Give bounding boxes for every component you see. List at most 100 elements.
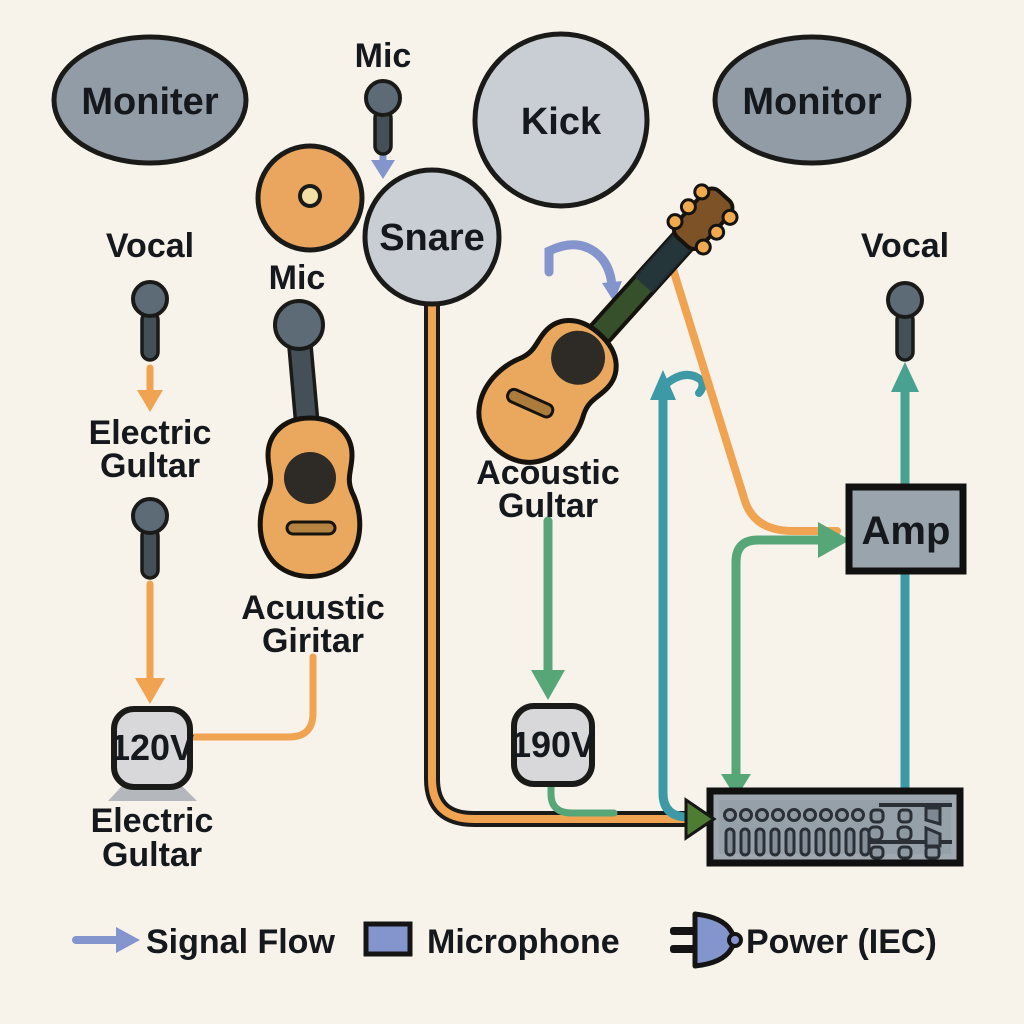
kick-circle [472,31,650,209]
monitor-right-node: Monitor [712,34,912,166]
plug-nub [727,932,743,948]
label-line1: Acuustic [241,589,385,627]
green-branch-path [731,535,823,781]
kick-label: Kick [521,101,602,143]
arrowhead-icon [116,927,140,953]
acoustic-guitar-left-label: Acuustic Giritar [241,589,385,660]
cymbal-icon [255,143,365,253]
tuner-peg [694,238,712,256]
electric-guitar-mic-icon [131,497,169,580]
snare-to-mixer-cable [424,287,698,827]
label-line2: Gultar [100,447,200,485]
monitor-left-node: Moniter [51,34,249,166]
tuner-peg [666,213,684,231]
strum-curl-arrow [544,240,622,302]
down-arrowhead-icon [371,160,395,179]
tuner-peg [693,183,711,201]
mic-head [131,497,169,535]
acoustic-guitar-tilted-icon [476,183,739,465]
power-box-rect [111,706,193,790]
snare-label: Snare [379,217,485,259]
guitar-to-amp-orange-line [668,262,841,535]
power-box-left-label: 120V [110,727,194,768]
monitor-left-ellipse [51,34,249,166]
kick-drum-node: Kick [472,31,650,209]
amp-label: Amp [862,509,951,553]
vocal-to-electric-arrow [137,364,163,412]
power-box-left: 120V [108,706,197,801]
mixer-master-section [867,803,952,860]
down-arrowhead-icon [721,774,751,798]
power-box-rect [511,703,595,787]
cable-core [428,291,694,823]
mic-handle [140,310,160,362]
electric-guitar-upper-label: Electric Gultar [89,414,212,485]
mic-handle [895,310,915,362]
signal-flow-label: Signal Flow [146,923,335,961]
label-line2: Gultar [498,487,598,525]
mic-head [364,79,402,117]
mic-top-icon [364,79,402,156]
legend: Signal Flow Microphone Power (IEC) [72,911,937,969]
electric-to-power-arrow [135,580,165,704]
acoustic-to-power-arrow [531,516,565,700]
monitor-right-ellipse [712,34,912,166]
curl-arrowhead-icon [602,281,622,302]
label-line2: Gultar [102,836,202,874]
snare-circle [362,167,502,307]
up-arrowhead-icon [891,362,919,392]
mixer-knob-row [723,808,865,822]
power-box-right-label: 190V [511,724,595,765]
down-arrowhead-icon [137,390,163,412]
guitar-bridge [285,520,337,536]
power-box-right: 190V [511,703,595,787]
label-line1: Electric [91,802,214,840]
monitor-right-label: Monitor [742,81,882,123]
mic-handle [140,526,160,580]
monitor-left-label: Moniter [81,81,218,123]
microphone-swatch-icon [363,921,413,957]
mic-head [273,299,325,351]
cymbal-bell [298,184,322,208]
power-right-to-mixer-line [547,781,618,817]
electric-guitar-lower-label: Electric Gultar [91,802,214,874]
power-box-stand [108,786,197,801]
cable-arrowhead-icon [684,797,717,841]
mic-top-label: Mic [355,37,412,75]
green-branch-arrows [721,522,850,798]
label-line2: Giritar [262,622,364,660]
label-line1: Acoustic [476,454,620,492]
mixer-icon [706,787,964,867]
amp-to-vocal-arrow [891,362,919,491]
guitar-soundhole [551,330,606,385]
curl-path [544,240,617,291]
tuner-peg [721,208,739,226]
mic-head [886,281,924,319]
legend-power: Power (IEC) [670,911,937,969]
acoustic-guitar-upright-icon [257,299,363,579]
acoustic-guitar-mid-label: Acoustic Gultar [476,454,620,525]
amp-rect [845,483,967,575]
mixer-fader-row [724,827,871,857]
arrow-hook-flourish [662,370,707,397]
snare-drum-node: Snare [362,167,502,307]
plug-prong [670,927,696,935]
down-arrowhead-icon [135,678,165,704]
down-arrowhead-icon [531,670,565,700]
power-label: Power (IEC) [746,923,937,961]
tuner-peg [708,223,726,241]
plug-prong [670,945,696,953]
right-arrowhead-icon [818,522,850,558]
guitar-soundhole [284,452,336,504]
vocal-right-label: Vocal [861,227,949,265]
guitar-bridge [506,387,555,419]
legend-signal-flow: Signal Flow [72,923,335,961]
guitar-label-to-power-line [190,653,317,741]
vocal-right-mic-icon [886,281,924,362]
mic-head [131,280,169,318]
microphone-label: Microphone [427,923,620,961]
guitar-neck-shade [634,229,696,293]
vocal-left-mic-icon [131,280,169,362]
label-line1: Electric [89,414,212,452]
